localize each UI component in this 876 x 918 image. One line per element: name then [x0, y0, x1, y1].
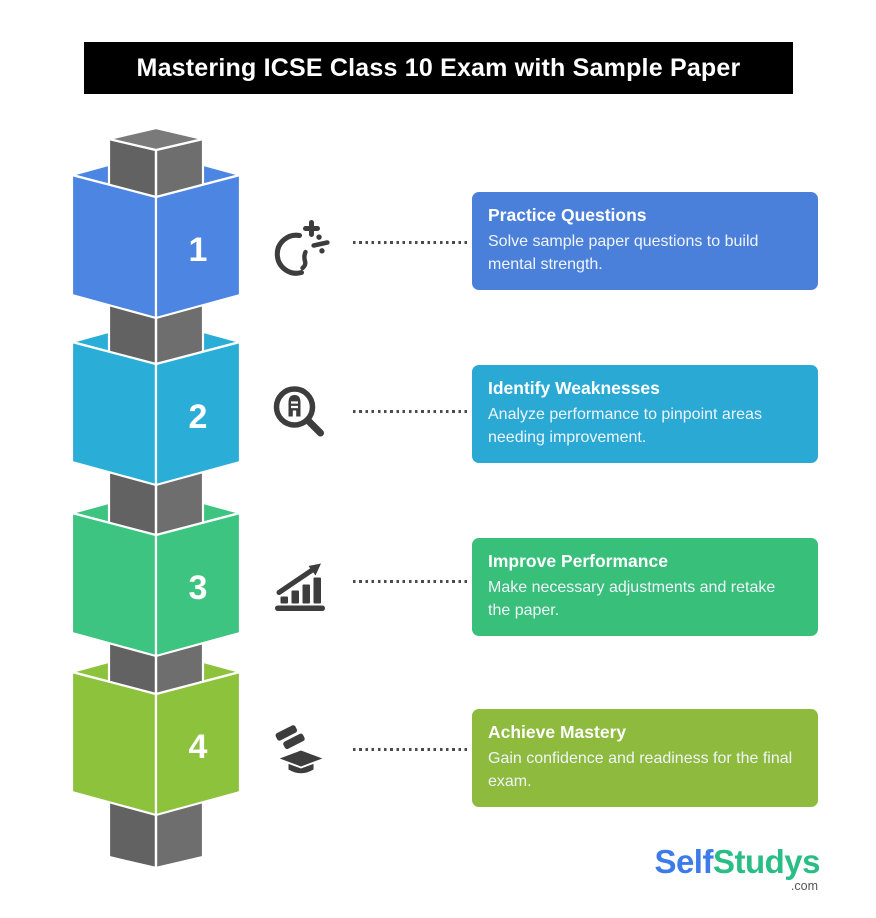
step-4-card-title: Achieve Mastery [488, 722, 627, 742]
step-3-number: 3 [189, 569, 208, 607]
step-1-card: Practice Questions Solve sample paper qu… [472, 192, 818, 291]
title-banner: Mastering ICSE Class 10 Exam with Sample… [84, 42, 793, 94]
step-2-card-description: Analyze performance to pinpoint areas ne… [488, 406, 762, 446]
step-1-number: 1 [189, 231, 208, 269]
step-1-card-description: Solve sample paper questions to build me… [488, 233, 759, 273]
step-3-card-title: Improve Performance [488, 551, 668, 571]
graduation-cap-icon [268, 720, 332, 784]
step-4-card-description: Gain confidence and readiness for the fi… [488, 750, 793, 790]
logo-part2: Studys [712, 843, 821, 880]
mental-math-icon [268, 216, 332, 280]
step-4-number: 4 [189, 728, 208, 766]
step-3-box: 3 [70, 511, 242, 658]
connector-dotted-line-4 [353, 748, 468, 751]
step-2-card: Identify Weaknesses Analyze performance … [472, 365, 818, 464]
connector-dotted-line-1 [353, 241, 468, 244]
page-title: Mastering ICSE Class 10 Exam with Sample… [136, 53, 741, 82]
step-3-card: Improve Performance Make necessary adjus… [472, 538, 818, 637]
column-top-face [107, 126, 205, 152]
selfstudys-logo: SelfStudys .com [654, 845, 820, 893]
step-4-card: Achieve Mastery Gain confidence and read… [472, 709, 818, 808]
tower-graphic: 1 2 3 4 [70, 126, 242, 870]
step-2-card-title: Identify Weaknesses [488, 378, 660, 398]
growth-chart-icon [268, 551, 332, 615]
logo-part1: Self [654, 843, 713, 880]
step-1-box: 1 [70, 173, 242, 320]
magnifier-analysis-icon [268, 381, 332, 445]
step-2-number: 2 [189, 398, 208, 436]
connector-dotted-line-2 [353, 410, 468, 413]
step-1-card-title: Practice Questions [488, 205, 647, 225]
step-3-card-description: Make necessary adjustments and retake th… [488, 579, 776, 619]
connector-dotted-line-3 [353, 580, 468, 583]
logo-suffix: .com [790, 879, 818, 893]
step-2-box: 2 [70, 340, 242, 487]
step-4-box: 4 [70, 670, 242, 817]
